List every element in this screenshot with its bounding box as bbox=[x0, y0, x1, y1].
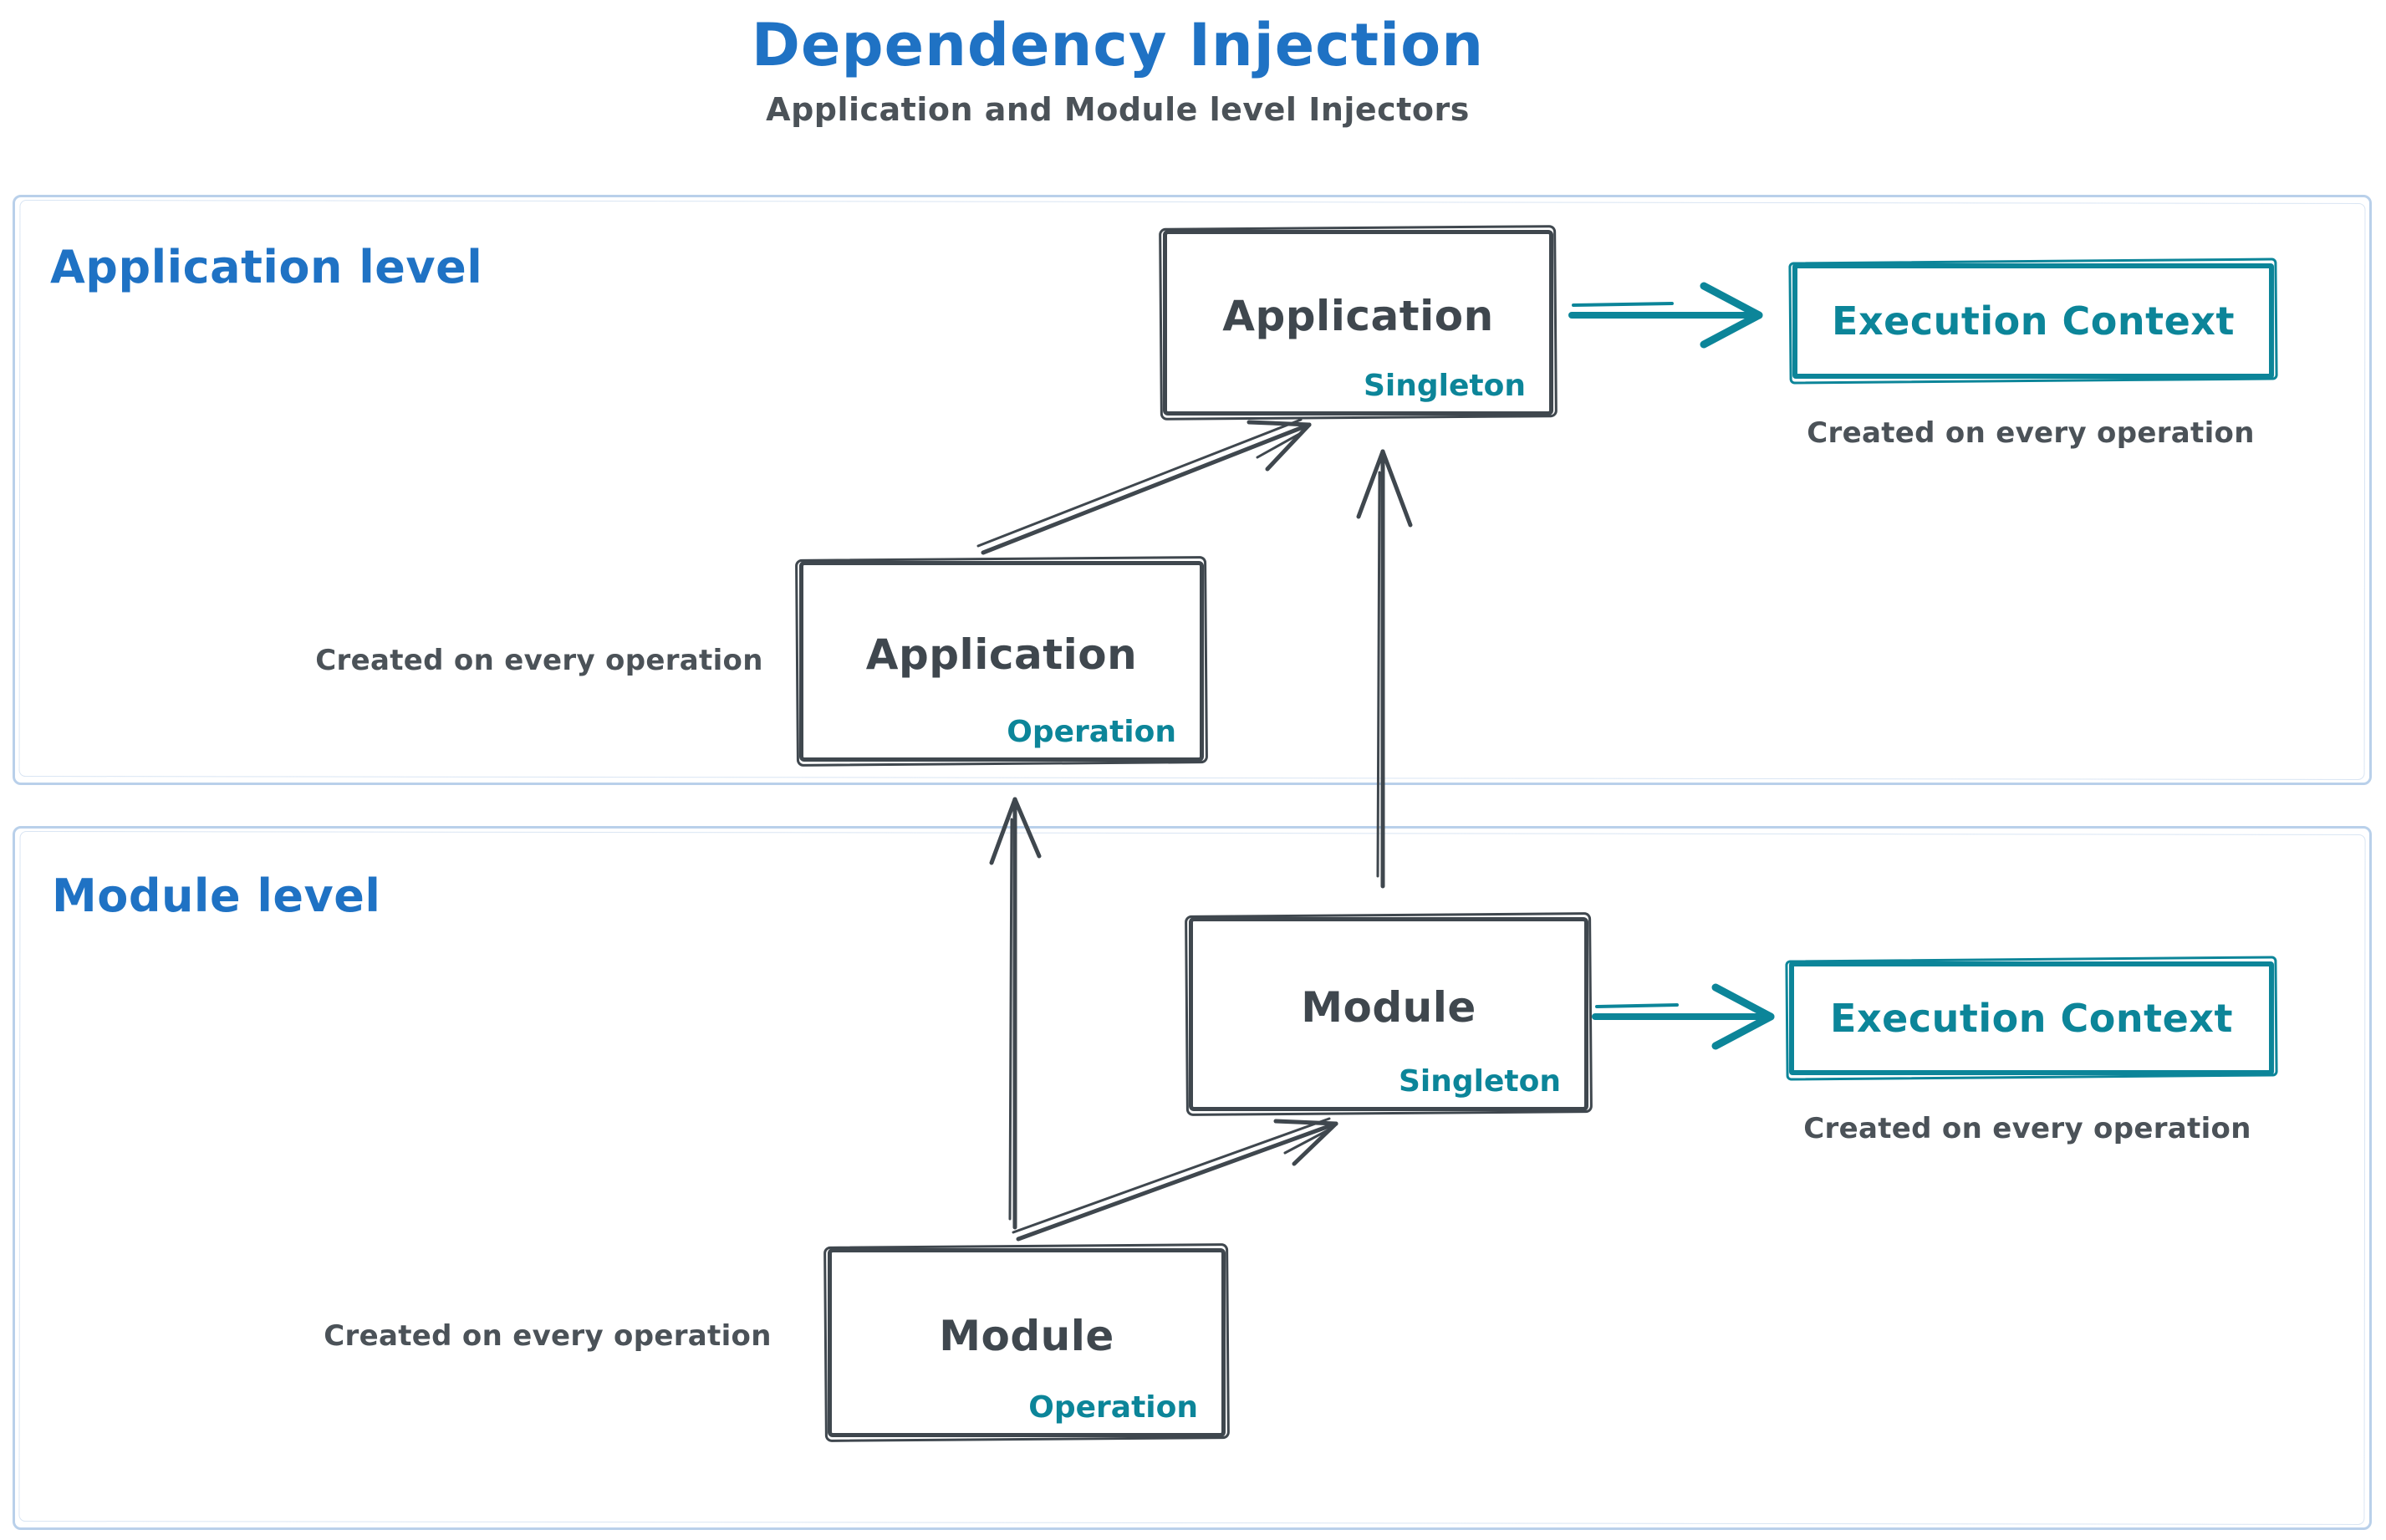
module-operation-title: Module bbox=[939, 1312, 1114, 1360]
application-operation-box: Application Operation bbox=[799, 561, 1204, 762]
module-operation-box: Module Operation bbox=[828, 1248, 1226, 1437]
module-operation-badge: Operation bbox=[1028, 1390, 1198, 1425]
module-level-label: Module level bbox=[52, 869, 380, 922]
application-singleton-badge: Singleton bbox=[1364, 369, 1526, 403]
module-singleton-title: Module bbox=[1301, 983, 1476, 1032]
application-operation-title: Application bbox=[866, 630, 1137, 679]
application-singleton-title: Application bbox=[1222, 292, 1493, 340]
page-title: Dependency Injection bbox=[733, 12, 1502, 79]
module-singleton-badge: Singleton bbox=[1399, 1064, 1561, 1099]
page-subtitle: Application and Module level Injectors bbox=[733, 91, 1502, 128]
application-operation-note: Created on every operation bbox=[303, 644, 776, 677]
application-level-label: Application level bbox=[50, 241, 482, 293]
module-singleton-box: Module Singleton bbox=[1189, 917, 1588, 1111]
application-execution-context-note: Created on every operation bbox=[1792, 416, 2269, 450]
application-execution-context-box: Execution Context bbox=[1792, 263, 2274, 379]
module-operation-note: Created on every operation bbox=[311, 1319, 784, 1353]
application-execution-context-label: Execution Context bbox=[1832, 298, 2235, 344]
module-execution-context-label: Execution Context bbox=[1830, 996, 2233, 1041]
application-operation-badge: Operation bbox=[1007, 715, 1176, 749]
diagram-header: Dependency Injection Application and Mod… bbox=[733, 12, 1502, 128]
module-execution-context-box: Execution Context bbox=[1789, 961, 2274, 1075]
module-execution-context-note: Created on every operation bbox=[1789, 1112, 2266, 1145]
application-singleton-box: Application Singleton bbox=[1163, 230, 1553, 416]
